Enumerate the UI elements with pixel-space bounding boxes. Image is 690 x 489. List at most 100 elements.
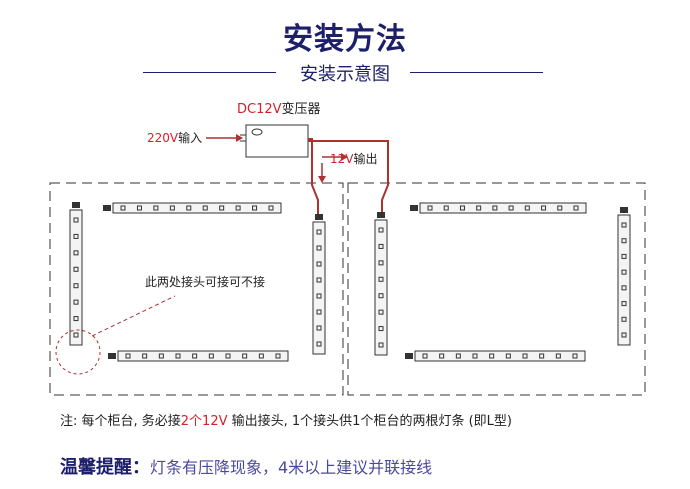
- led-chip: [316, 325, 322, 331]
- connector-icon: [620, 207, 628, 213]
- arrow-right-icon: [341, 153, 348, 161]
- led-chip: [439, 353, 445, 359]
- connector-icon: [108, 353, 116, 359]
- led-chip: [73, 316, 79, 322]
- led-chip: [621, 253, 627, 259]
- led-chip: [120, 205, 126, 211]
- transformer-indicator-icon: [251, 128, 263, 136]
- led-chip: [202, 205, 208, 211]
- led-chip: [73, 233, 79, 239]
- callout-line: [91, 295, 176, 337]
- led-strip: [312, 221, 326, 355]
- led-chip: [422, 353, 428, 359]
- led-chip: [489, 353, 495, 359]
- led-strip: [69, 209, 83, 346]
- led-chip: [524, 205, 530, 211]
- output-label: 12V输出: [330, 151, 378, 166]
- led-strip: [374, 219, 388, 356]
- transformer-label: DC12V变压器: [237, 101, 321, 117]
- led-chip: [258, 353, 264, 359]
- led-chip: [225, 353, 231, 359]
- output-wire-right: [308, 140, 389, 215]
- led-chip: [505, 353, 511, 359]
- led-chip: [555, 353, 561, 359]
- led-chip: [275, 353, 281, 359]
- warm-tip: 温馨提醒：灯条有压降现象，4米以上建议并联接线: [60, 457, 433, 478]
- connector-icon: [405, 353, 413, 359]
- led-strip: [112, 202, 282, 214]
- led-chip: [443, 205, 449, 211]
- led-chip: [522, 353, 528, 359]
- arrow-right-icon: [236, 134, 243, 142]
- led-chip: [169, 205, 175, 211]
- connector-icon: [377, 212, 385, 218]
- led-chip: [252, 205, 258, 211]
- arrow-down-icon: [318, 176, 326, 183]
- led-chip: [316, 309, 322, 315]
- led-strip: [414, 350, 586, 362]
- input-label: 220V输入: [147, 130, 202, 145]
- led-chip: [541, 205, 547, 211]
- led-chip: [316, 293, 322, 299]
- led-chip: [573, 205, 579, 211]
- installation-note: 注: 每个柜台, 务必接2个12V 输出接头, 1个接头供1个柜台的两根灯条 (…: [60, 414, 512, 429]
- divider-left: [143, 72, 276, 73]
- led-chip: [508, 205, 514, 211]
- led-chip: [621, 269, 627, 275]
- led-chip: [316, 277, 322, 283]
- led-chip: [73, 283, 79, 289]
- led-chip: [455, 353, 461, 359]
- optional-joint-circle: [55, 329, 101, 375]
- led-chip: [219, 205, 225, 211]
- led-chip: [175, 353, 181, 359]
- led-chip: [378, 260, 384, 266]
- led-chip: [73, 266, 79, 272]
- connector-icon: [410, 205, 418, 211]
- transformer-box: [245, 124, 309, 158]
- led-chip: [316, 261, 322, 267]
- subtitle: 安装示意图: [300, 64, 390, 85]
- led-chip: [492, 205, 498, 211]
- led-chip: [621, 285, 627, 291]
- led-chip: [125, 353, 131, 359]
- led-chip: [621, 301, 627, 307]
- led-chip: [142, 353, 148, 359]
- led-chip: [557, 205, 563, 211]
- led-chip: [378, 309, 384, 315]
- led-chip: [268, 205, 274, 211]
- connector-icon: [103, 205, 111, 211]
- led-chip: [472, 353, 478, 359]
- led-chip: [316, 245, 322, 251]
- led-chip: [378, 342, 384, 348]
- cabinet-right: [347, 182, 646, 396]
- led-chip: [427, 205, 433, 211]
- led-chip: [621, 332, 627, 338]
- led-chip: [476, 205, 482, 211]
- led-chip: [73, 250, 79, 256]
- cabinet-left: [49, 182, 344, 396]
- led-chip: [621, 222, 627, 228]
- led-chip: [136, 205, 142, 211]
- led-chip: [316, 229, 322, 235]
- optional-joint-note: 此两处接头可接可不接: [145, 274, 265, 289]
- led-chip: [621, 238, 627, 244]
- led-chip: [153, 205, 159, 211]
- led-chip: [73, 217, 79, 223]
- connector-icon: [315, 214, 323, 220]
- led-strip: [617, 214, 631, 346]
- led-chip: [73, 332, 79, 338]
- led-chip: [208, 353, 214, 359]
- led-chip: [316, 341, 322, 347]
- led-chip: [235, 205, 241, 211]
- led-chip: [378, 293, 384, 299]
- led-chip: [378, 276, 384, 282]
- led-chip: [186, 205, 192, 211]
- led-chip: [378, 227, 384, 233]
- output-wire-left: [308, 138, 319, 215]
- led-chip: [621, 316, 627, 322]
- led-chip: [378, 326, 384, 332]
- led-strip: [117, 350, 289, 362]
- led-chip: [73, 299, 79, 305]
- led-chip: [192, 353, 198, 359]
